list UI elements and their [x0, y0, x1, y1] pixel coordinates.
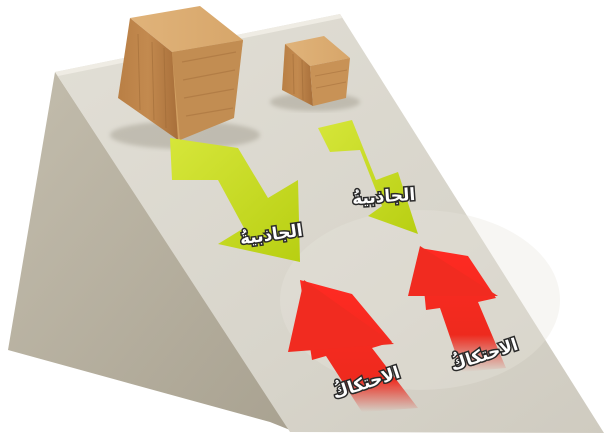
large-wooden-block [110, 6, 260, 149]
